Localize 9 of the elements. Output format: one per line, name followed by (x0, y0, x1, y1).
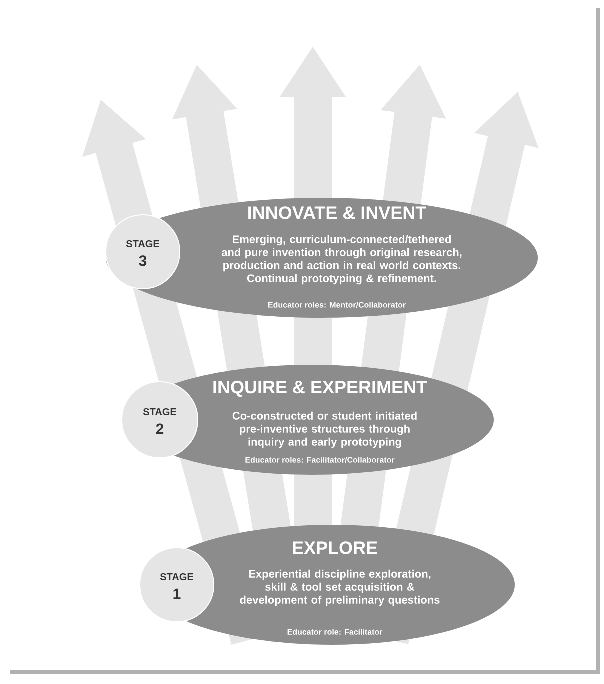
stage-description: Emerging, curriculum-connected/tethered and pure invention through original research, production and action in real world contexts. Continual prototyping & refinement. (222, 235, 462, 285)
stage-title: INQUIRE & EXPERIMENT (214, 380, 428, 398)
stage-description: Co-constructed or student initiated pre-inventive structures through inquiry and early prototyping (232, 412, 417, 448)
stage-title: INNOVATE & INVENT (248, 206, 426, 220)
stage-title: EXPLORE (293, 542, 378, 554)
educator-roles: Educator roles: Facilitator/Collaborator (246, 457, 395, 463)
educator-roles: Educator role: Facilitator (288, 629, 383, 635)
stage-description: Experiential discipline exploration, skill & tool set acquisition & development of preliminary questions (240, 570, 440, 606)
educator-roles: Educator roles: Mentor/Collaborator (268, 302, 406, 308)
